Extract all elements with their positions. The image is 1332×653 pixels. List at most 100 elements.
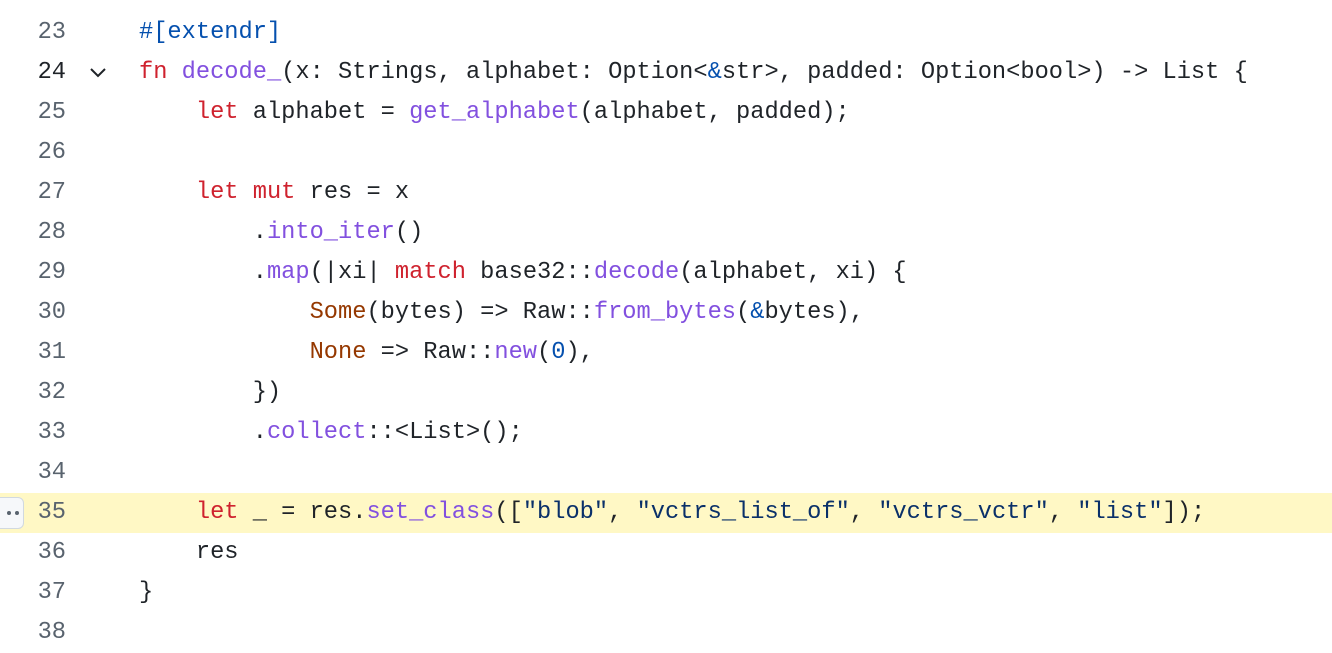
code-token: res xyxy=(139,539,239,566)
keyword-token: let xyxy=(195,99,239,126)
function-token: decode_ xyxy=(181,59,282,86)
line-number[interactable]: 33 xyxy=(37,419,66,446)
code-token xyxy=(139,299,310,326)
code-line: 32 }) xyxy=(0,373,1332,413)
code-line: 38 xyxy=(0,613,1332,653)
line-number[interactable]: 37 xyxy=(37,579,66,606)
function-token: new xyxy=(494,339,538,366)
constant-token: & xyxy=(707,59,722,86)
code-token xyxy=(139,179,196,206)
line-number[interactable]: 25 xyxy=(37,99,66,126)
chevron-down-icon[interactable] xyxy=(86,53,110,93)
keyword-token: mut xyxy=(252,179,296,206)
code-token: ( xyxy=(736,299,751,326)
function-token: map xyxy=(266,259,310,286)
code-token: ( xyxy=(537,339,552,366)
function-token: decode xyxy=(593,259,680,286)
line-number[interactable]: 30 xyxy=(37,299,66,326)
keyword-token: let xyxy=(195,179,239,206)
line-number[interactable]: 32 xyxy=(37,379,66,406)
code-line: 37} xyxy=(0,573,1332,613)
code-token xyxy=(139,339,310,366)
code-text: let mut res = x xyxy=(139,173,409,213)
code-token: } xyxy=(139,579,154,606)
code-text: } xyxy=(139,573,153,613)
code-line: 35 let _ = res.set_class(["blob", "vctrs… xyxy=(0,493,1332,533)
code-text: Some(bytes) => Raw::from_bytes(&bytes), xyxy=(139,293,864,333)
code-text: #[extendr] xyxy=(139,13,281,53)
code-text: res xyxy=(139,533,239,573)
line-number[interactable]: 38 xyxy=(37,619,66,646)
string-token: "vctrs_list_of" xyxy=(636,499,850,526)
line-number[interactable]: 28 xyxy=(37,219,66,246)
code-token: , xyxy=(1048,499,1078,526)
code-token: res = x xyxy=(295,179,410,206)
code-line: 34 xyxy=(0,453,1332,493)
code-token xyxy=(239,179,253,206)
code-token: , xyxy=(608,499,637,526)
line-number[interactable]: 36 xyxy=(37,539,66,566)
code-token: => Raw:: xyxy=(366,339,495,366)
line-number[interactable]: 24 xyxy=(37,59,66,86)
enum-variant-token: None xyxy=(309,339,367,366)
string-token: "blob" xyxy=(522,499,609,526)
code-token: }) xyxy=(139,379,282,406)
line-number[interactable]: 27 xyxy=(37,179,66,206)
code-text: }) xyxy=(139,373,281,413)
code-token: . xyxy=(139,219,267,246)
line-number[interactable]: 26 xyxy=(37,139,66,166)
code-line: 27 let mut res = x xyxy=(0,173,1332,213)
code-line: 28 .into_iter() xyxy=(0,213,1332,253)
code-text: .collect::<List>(); xyxy=(139,413,523,453)
line-number[interactable]: 34 xyxy=(37,459,66,486)
code-token xyxy=(167,59,181,86)
code-token: (alphabet, padded); xyxy=(579,99,850,126)
enum-variant-token: Some xyxy=(309,299,367,326)
code-line: 31 None => Raw::new(0), xyxy=(0,333,1332,373)
code-text: None => Raw::new(0), xyxy=(139,333,594,373)
code-text: let alphabet = get_alphabet(alphabet, pa… xyxy=(139,93,850,133)
string-token: "list" xyxy=(1077,499,1163,526)
constant-token: & xyxy=(750,299,765,326)
code-line: 29 .map(|xi| match base32::decode(alphab… xyxy=(0,253,1332,293)
code-line: 23 #[extendr] xyxy=(0,13,1332,53)
function-token: from_bytes xyxy=(593,299,737,326)
code-token: (alphabet, xi) { xyxy=(679,259,907,286)
code-line: 36 res xyxy=(0,533,1332,573)
code-text: .map(|xi| match base32::decode(alphabet,… xyxy=(139,253,907,293)
code-token: ]); xyxy=(1162,499,1206,526)
keyword-token: match xyxy=(394,259,466,286)
code-token: _ = res. xyxy=(238,499,367,526)
code-text: .into_iter() xyxy=(139,213,424,253)
line-options-button[interactable] xyxy=(0,497,24,529)
code-token: , xyxy=(849,499,879,526)
string-token: "vctrs_vctr" xyxy=(878,499,1049,526)
code-token: ), xyxy=(565,339,594,366)
line-number[interactable]: 29 xyxy=(37,259,66,286)
code-line: 30 Some(bytes) => Raw::from_bytes(&bytes… xyxy=(0,293,1332,333)
code-line: 25 let alphabet = get_alphabet(alphabet,… xyxy=(0,93,1332,133)
code-token: base32:: xyxy=(465,259,594,286)
keyword-token: fn xyxy=(139,59,168,86)
code-token: . xyxy=(139,419,267,446)
code-text: let _ = res.set_class(["blob", "vctrs_li… xyxy=(139,493,1205,533)
code-token: bytes), xyxy=(764,299,864,326)
code-token: (|xi| xyxy=(309,259,395,286)
constant-token: 0 xyxy=(551,339,566,366)
function-token: get_alphabet xyxy=(409,99,580,126)
code-token xyxy=(139,499,196,526)
code-token: alphabet = xyxy=(238,99,410,126)
function-token: set_class xyxy=(366,499,495,526)
code-line: 26 xyxy=(0,133,1332,173)
function-token: collect xyxy=(266,419,367,446)
code-line: 33 .collect::<List>(); xyxy=(0,413,1332,453)
line-number[interactable]: 23 xyxy=(37,19,66,46)
line-number[interactable]: 22 xyxy=(0,0,66,13)
line-number[interactable]: 31 xyxy=(37,339,66,366)
keyword-token: let xyxy=(195,499,239,526)
line-number[interactable]: 35 xyxy=(37,499,66,526)
code-token: str>, padded: Option<bool>) -> List { xyxy=(721,59,1248,86)
attribute-token: #[extendr] xyxy=(139,19,282,46)
